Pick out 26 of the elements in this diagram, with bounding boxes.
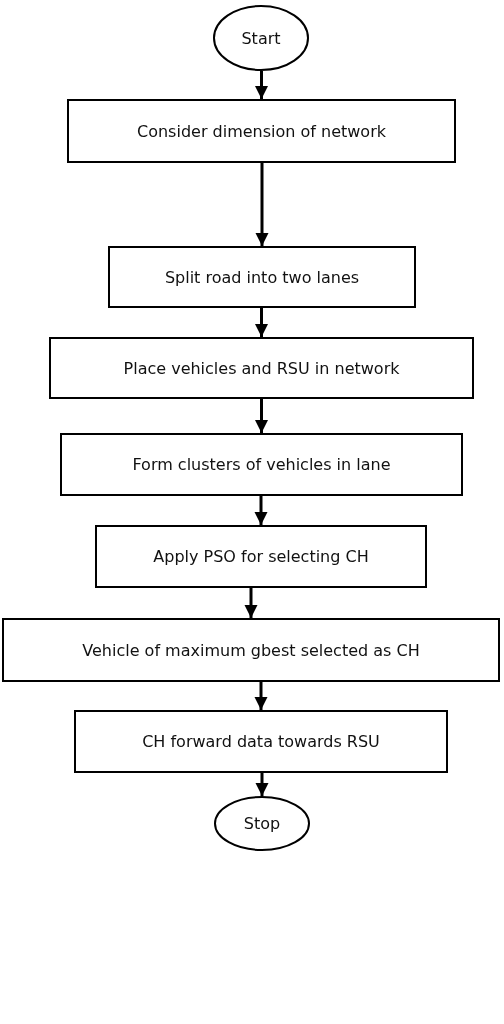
arrow [254,496,268,525]
process-box [2,618,500,682]
node-label: Vehicle of maximum gbest selected as CH [82,640,420,660]
process-box [67,99,456,163]
arrow [254,682,268,710]
terminal-ellipse [214,796,310,851]
node-label: Form clusters of vehicles in lane [132,455,391,474]
process-box [108,246,416,308]
arrow [244,588,258,618]
arrow [255,773,269,796]
arrow [254,71,269,99]
node-label: Consider dimension of network [137,121,386,141]
node-label: Apply PSO for selecting CH [153,547,369,566]
process-box [95,525,427,588]
process-box [49,337,474,399]
arrow [254,308,269,337]
node-label: CH forward data towards RSU [142,732,380,751]
node-label: Split road into two lanes [164,267,360,287]
node-label: Stop [243,814,281,833]
process-box [60,433,463,496]
node-label: Place vehicles and RSU in network [123,358,400,378]
arrow [254,399,269,433]
arrow [255,163,269,246]
node-label: Start [241,28,281,48]
terminal-ellipse [213,5,309,71]
process-box [74,710,448,773]
